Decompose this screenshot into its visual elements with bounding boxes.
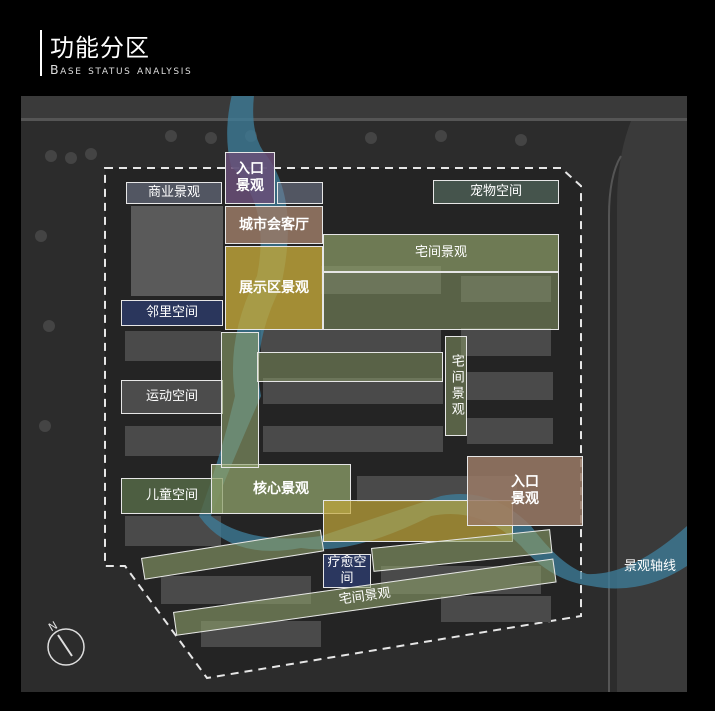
north-arrow: N — [45, 619, 87, 668]
zone-clubhouse: 城市会客厅 — [225, 206, 323, 244]
zone-core-left-strip — [221, 332, 259, 468]
zone-children: 儿童空间 — [121, 478, 223, 514]
zone-entrance-right: 入口 景观 — [467, 456, 583, 526]
zone-residential-band — [257, 352, 443, 382]
site-plan: 商业景观 入口 景观 城市会客厅 展示区景观 邻里空间 运动空间 儿童空间 核心… — [21, 96, 687, 692]
zone-residential-mid — [323, 272, 559, 330]
header: 功能分区 Base status analysis — [0, 0, 715, 96]
zone-pet: 宠物空间 — [433, 180, 559, 204]
zone-residential-vertical: 宅间景观 — [445, 336, 467, 436]
page-title: 功能分区 — [50, 34, 150, 62]
zone-commercial-right — [277, 182, 323, 204]
zone-entrance-top: 入口 景观 — [225, 152, 275, 204]
zone-neighborhood: 邻里空间 — [121, 300, 223, 326]
zone-residential-top: 宅间景观 — [323, 234, 559, 272]
zone-healing: 疗愈空间 — [323, 554, 371, 588]
zone-exhibition: 展示区景观 — [225, 246, 323, 330]
landscape-axis-label: 景观轴线 — [624, 559, 677, 574]
title-divider — [40, 30, 42, 76]
zone-sport: 运动空间 — [121, 380, 223, 414]
zone-commercial: 商业景观 — [126, 182, 222, 204]
page-subtitle: Base status analysis — [50, 62, 193, 77]
